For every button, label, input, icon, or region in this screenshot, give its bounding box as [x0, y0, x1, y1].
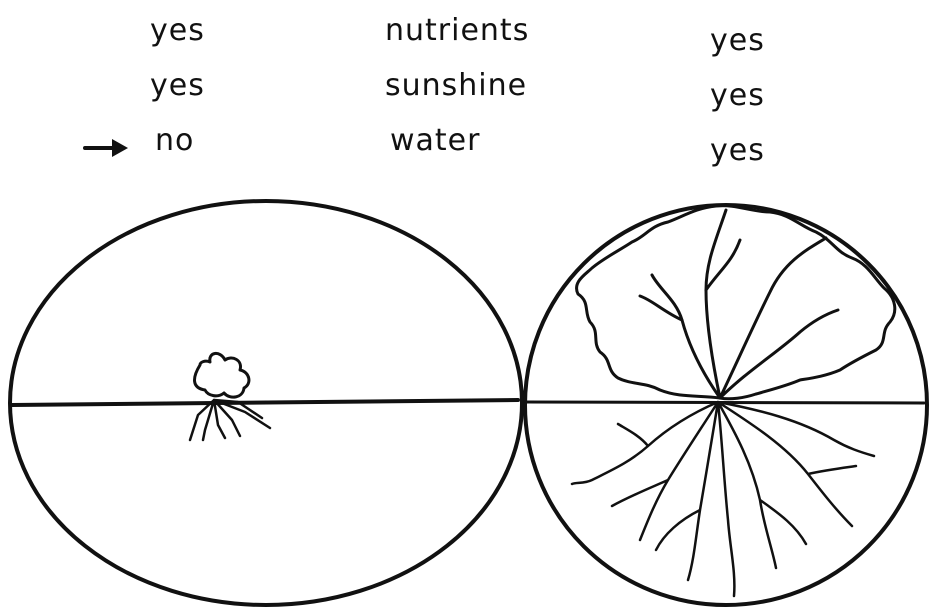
healthy-plant-illustration [525, 205, 927, 605]
large-root-system [572, 402, 874, 596]
left-sunshine-answer: yes [150, 68, 205, 103]
small-leaf-cluster [195, 353, 249, 397]
small-root-system [190, 400, 270, 440]
left-water-answer: no [155, 123, 194, 158]
leaf-veins [640, 210, 838, 398]
left-condition-column: yes yes no [85, 13, 205, 158]
factor-label-column: nutrients sunshine water [385, 13, 529, 158]
right-water-answer: yes [710, 133, 765, 168]
left-nutrients-answer: yes [150, 13, 205, 48]
right-condition-column: yes yes yes [710, 23, 765, 168]
factor-nutrients-label: nutrients [385, 13, 529, 48]
right-sunshine-answer: yes [710, 78, 765, 113]
right-arrow-icon [85, 139, 128, 157]
left-soil-line [12, 400, 518, 405]
wilted-plant-illustration [10, 201, 522, 605]
factor-water-label: water [390, 123, 480, 158]
right-nutrients-answer: yes [710, 23, 765, 58]
factor-sunshine-label: sunshine [385, 68, 527, 103]
